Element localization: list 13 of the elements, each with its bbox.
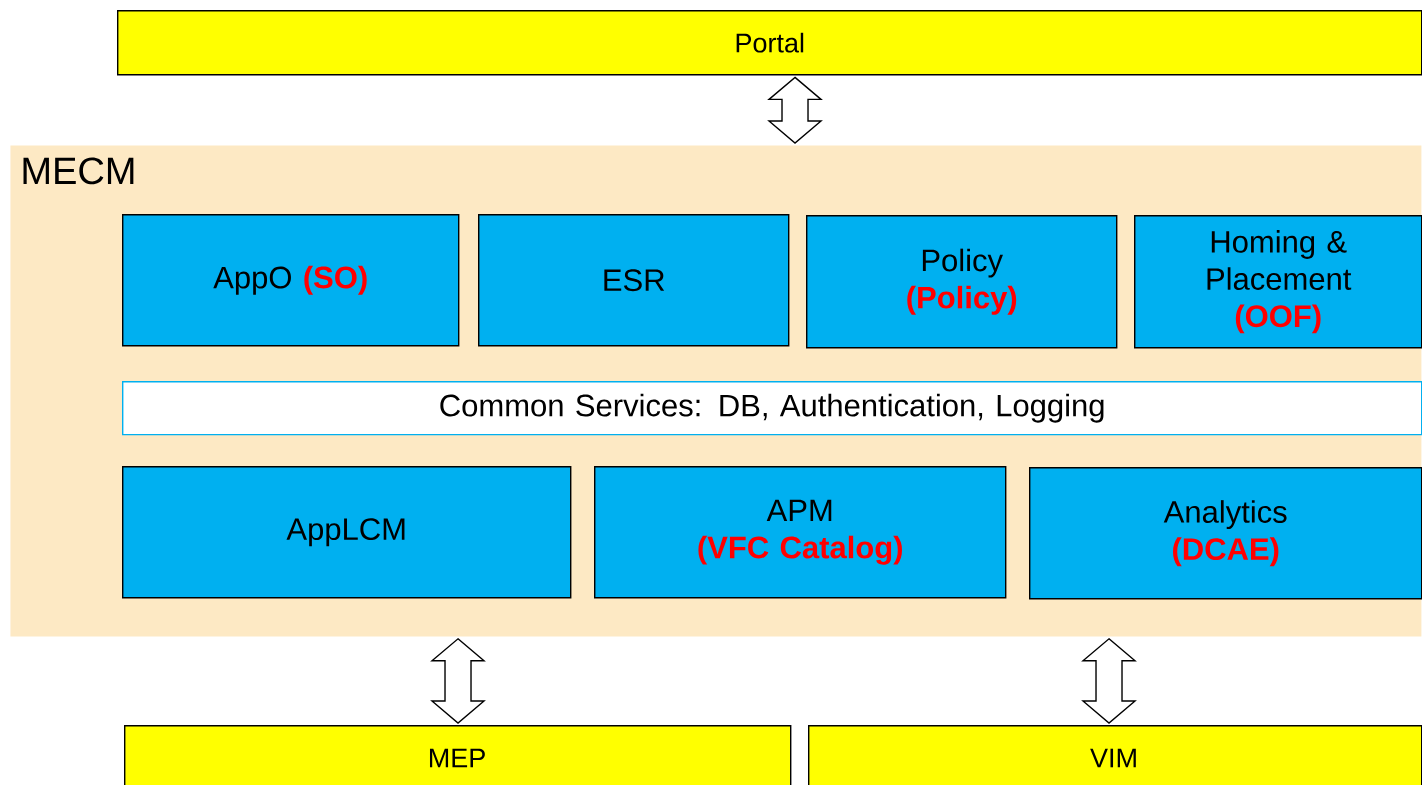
system-bar: VIM <box>808 725 1422 785</box>
module-box: Policy (Policy) <box>806 215 1118 349</box>
service-bar: Common Services: DB, Authentication, Logging <box>122 381 1422 436</box>
module-box: AppO (SO) <box>122 214 460 347</box>
double-arrow <box>767 76 823 144</box>
module-box: Analytics (DCAE) <box>1029 467 1422 600</box>
module-box: ESR <box>478 214 790 347</box>
system-bar: Portal <box>117 10 1422 76</box>
group-title: MECM <box>23 157 134 185</box>
system-bar: MEP <box>124 725 792 785</box>
module-box: AppLCM <box>122 466 572 599</box>
module-box: APM (VFC Catalog) <box>594 466 1007 599</box>
module-box: Homing & Placement (OOF) <box>1134 215 1422 349</box>
